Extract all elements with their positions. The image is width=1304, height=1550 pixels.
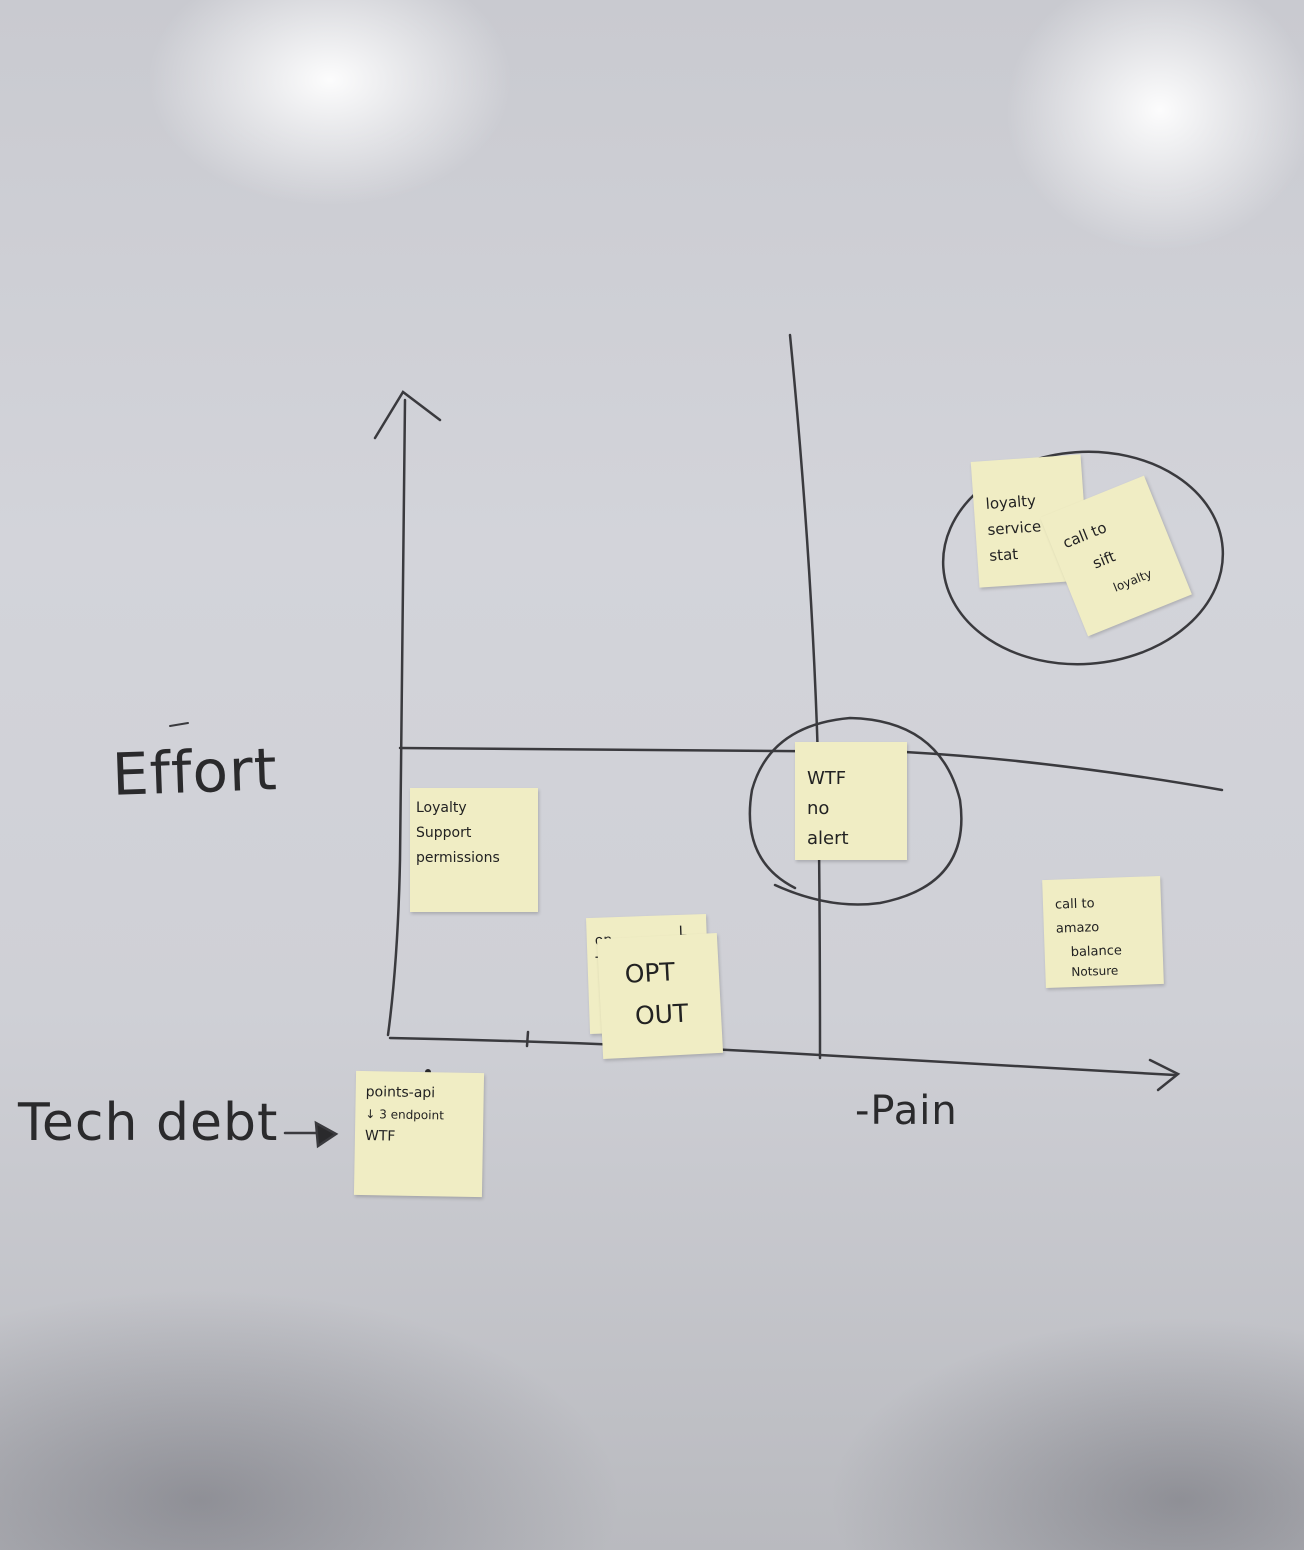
vertical-divider <box>788 333 822 1060</box>
circle-wtf <box>748 716 963 906</box>
note-points-api[interactable]: points-api ↓ 3 endpoint WTF <box>353 1070 485 1198</box>
note-line: Loyalty <box>416 800 467 816</box>
note-line: WTF <box>364 1128 396 1145</box>
note-line: amazo <box>1055 920 1100 937</box>
tech-debt-label: Tech debt <box>18 1093 279 1153</box>
pain-label: -Pain <box>855 1088 958 1134</box>
note-line: balance <box>1070 943 1123 961</box>
note-line: Support <box>416 825 472 841</box>
note-line: OPT <box>624 957 676 989</box>
note-call-amazo[interactable]: call to amazo balance Notsure <box>1042 875 1164 989</box>
y-axis-arrowhead <box>373 390 442 440</box>
note-loyalty-support[interactable]: Loyalty Support permissions <box>410 788 538 912</box>
note-line: OUT <box>634 998 689 1031</box>
note-wtf-alert[interactable]: WTF no alert <box>795 742 907 860</box>
y-axis-line <box>386 398 407 1037</box>
note-line: Notsure <box>1071 963 1119 980</box>
x-axis-arrowhead <box>1148 1058 1181 1092</box>
effort-label: Effort <box>110 735 279 809</box>
note-line: WTF <box>807 768 847 789</box>
note-line: points-api <box>365 1084 436 1102</box>
x-axis-line <box>388 1036 1177 1077</box>
note-line: call to <box>1054 896 1095 913</box>
note-line: alert <box>807 828 849 849</box>
circle-loyalty <box>941 450 1225 666</box>
note-opt-out[interactable]: OPT OUT <box>596 932 724 1060</box>
note-line: no <box>807 798 830 819</box>
note-line: ↓ 3 endpoint <box>365 1107 444 1123</box>
note-line: permissions <box>416 850 500 866</box>
